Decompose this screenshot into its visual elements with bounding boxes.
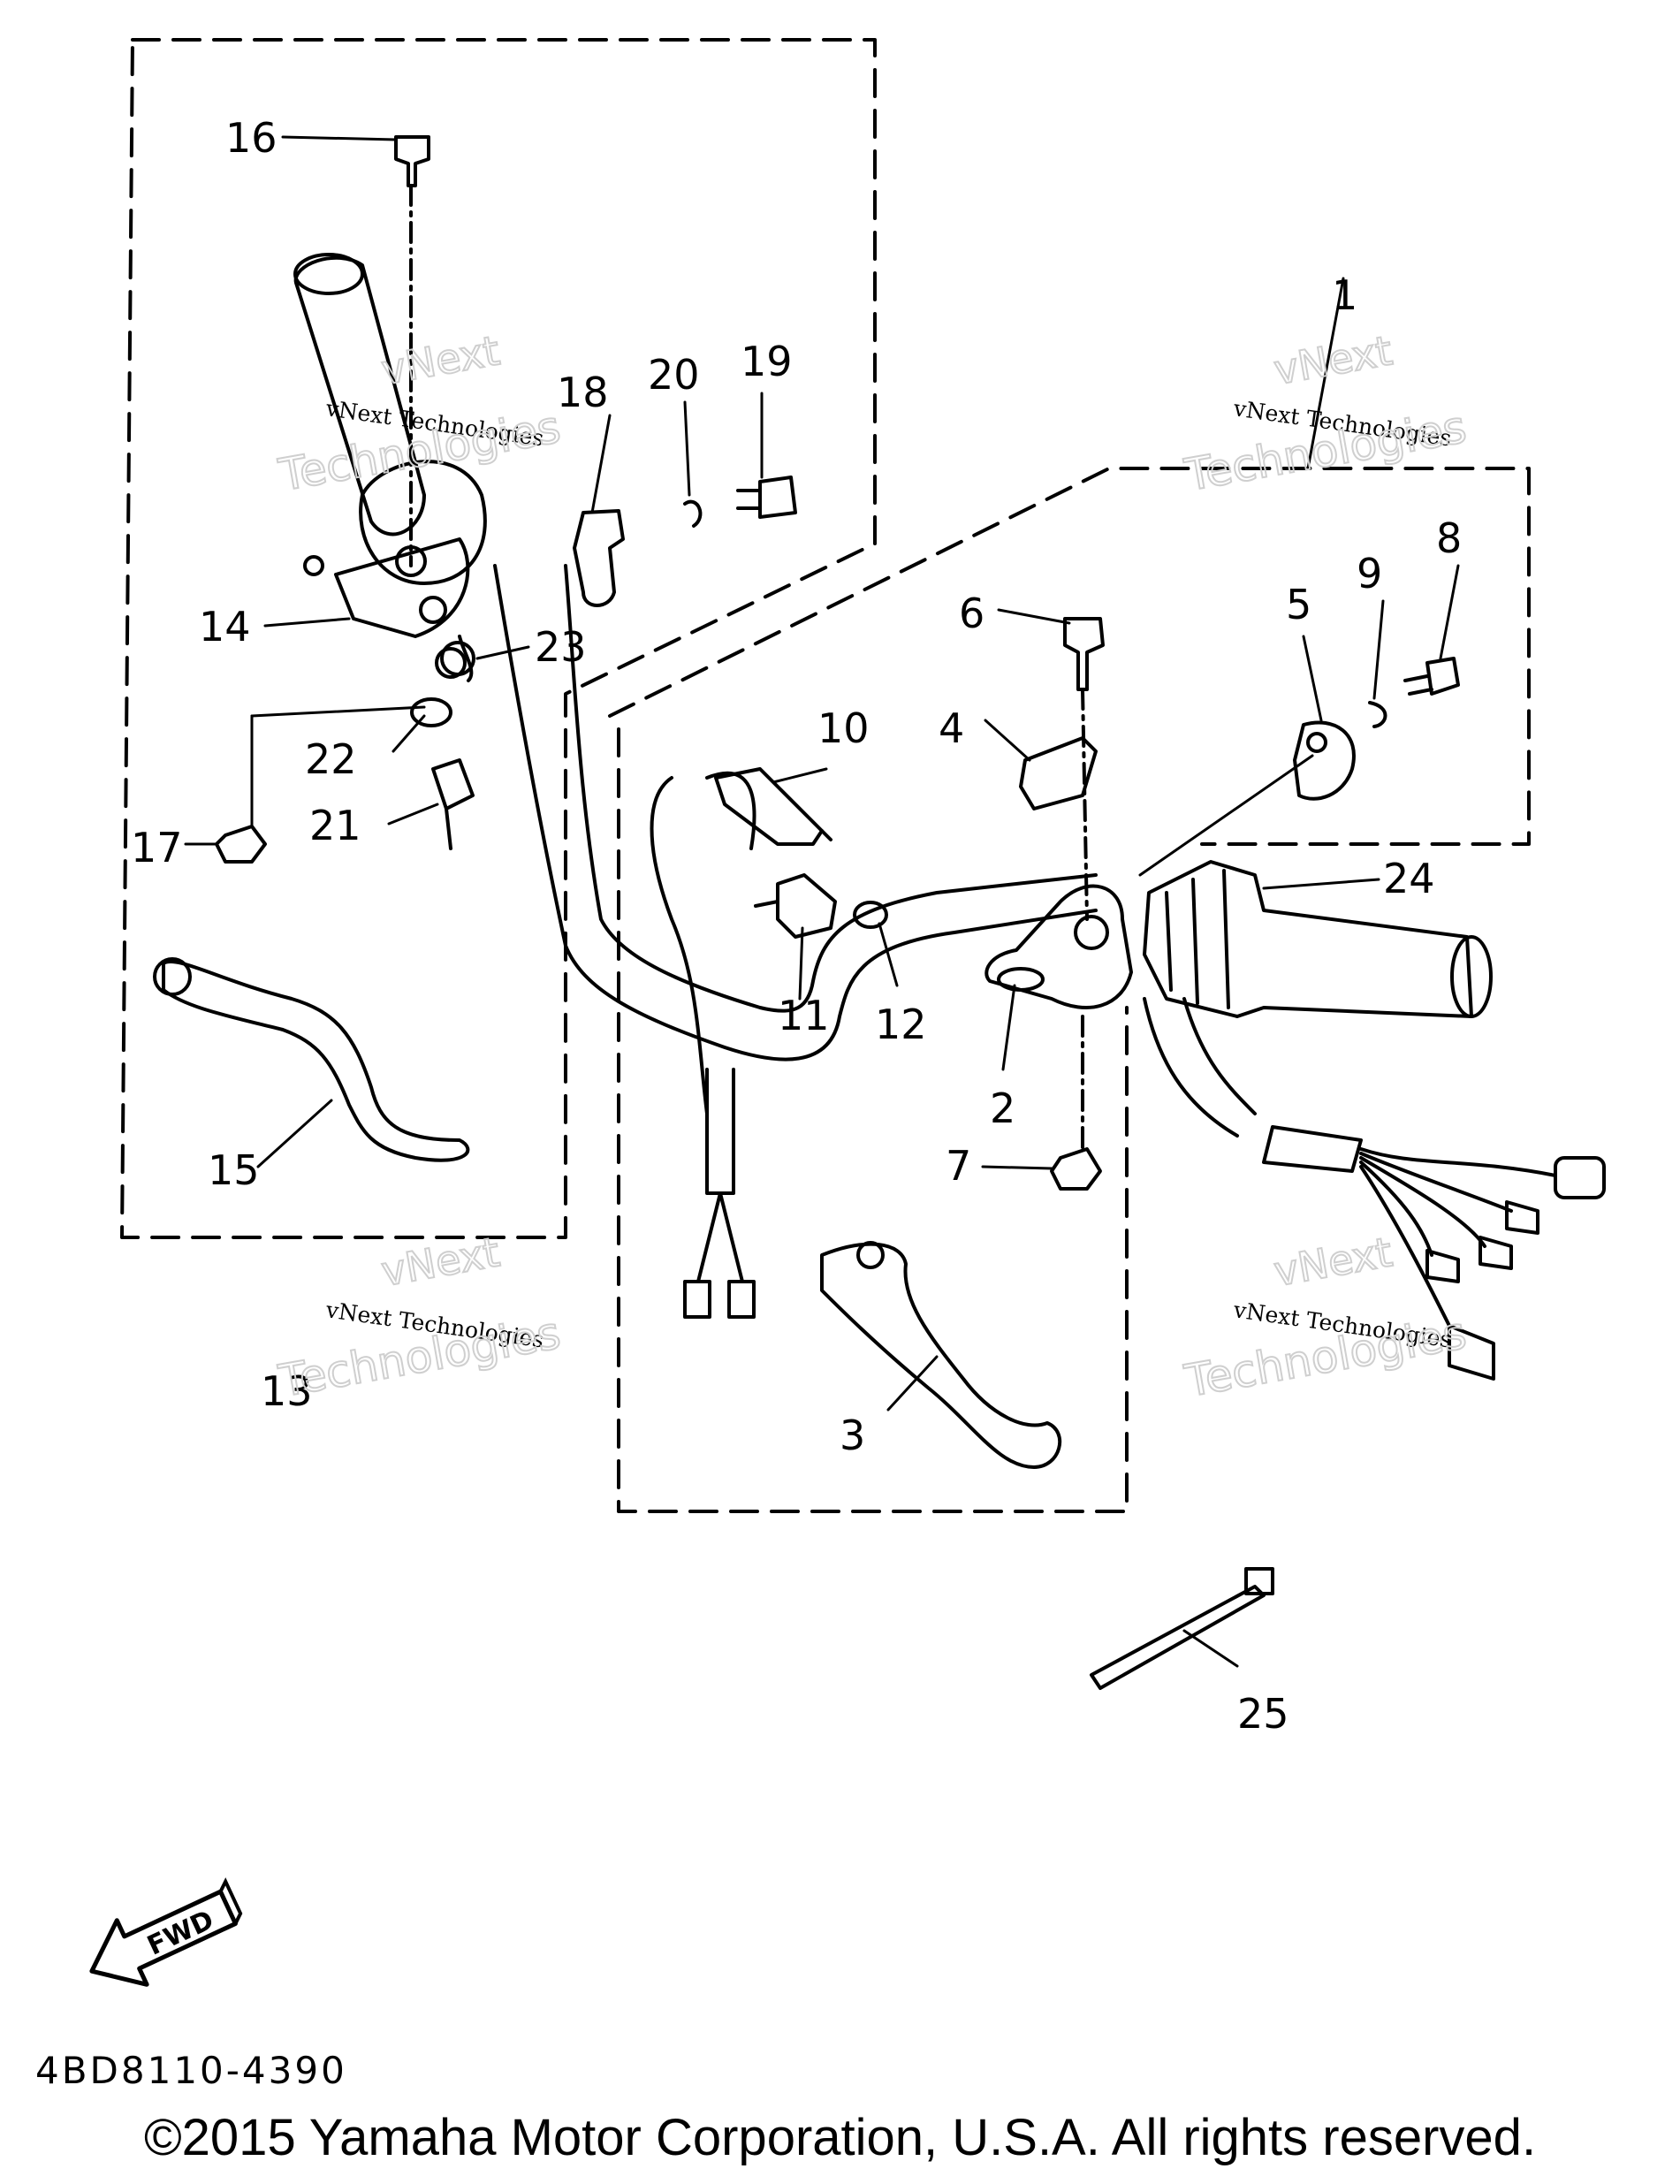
callout-8: 8 bbox=[1436, 514, 1462, 562]
callout-9: 9 bbox=[1357, 550, 1382, 597]
copyright-notice: ©2015 Yamaha Motor Corporation, U.S.A. A… bbox=[143, 2109, 1537, 2166]
screw-6 bbox=[1063, 617, 1105, 691]
watermark-bottom-left: vNext vNext Technologies Technologies bbox=[274, 1227, 565, 1408]
callout-16: 16 bbox=[225, 114, 277, 162]
callout-1: 1 bbox=[1332, 271, 1357, 319]
callout-25: 25 bbox=[1237, 1690, 1289, 1738]
watermark-top-right: vNext vNext Technologies Technologies bbox=[1180, 325, 1471, 502]
nut-17 bbox=[215, 825, 267, 864]
callout-numbers: 1 2 3 4 5 6 7 8 9 10 11 12 13 14 15 16 1… bbox=[131, 114, 1462, 1738]
callout-19: 19 bbox=[741, 338, 793, 385]
callout-7: 7 bbox=[946, 1142, 971, 1190]
callout-20: 20 bbox=[648, 351, 700, 399]
part-code: 4BD8110-4390 bbox=[35, 2049, 347, 2092]
locknut-12 bbox=[853, 901, 888, 929]
cable-end-23 bbox=[440, 641, 475, 676]
svg-text:vNext: vNext bbox=[378, 326, 504, 394]
brake-lever bbox=[820, 1242, 1062, 1469]
handlebar bbox=[493, 564, 1098, 1062]
leader-lines bbox=[184, 135, 1460, 1668]
callout-10: 10 bbox=[817, 704, 870, 752]
right-assembly-boundary bbox=[617, 727, 1129, 1513]
screw-8 bbox=[1403, 657, 1460, 696]
svg-text:vNext: vNext bbox=[1271, 1228, 1396, 1296]
callout-18: 18 bbox=[557, 369, 609, 416]
callout-21: 21 bbox=[309, 802, 361, 849]
callout-22: 22 bbox=[305, 735, 357, 783]
brake-perch bbox=[984, 884, 1133, 1009]
bracket-18 bbox=[573, 509, 625, 607]
screw-16 bbox=[394, 135, 430, 187]
callout-11: 11 bbox=[778, 992, 830, 1039]
callout-23: 23 bbox=[535, 623, 587, 671]
nut-7 bbox=[1050, 1147, 1102, 1191]
washer-20 bbox=[683, 499, 703, 528]
switch-wire bbox=[1143, 997, 1239, 1138]
callout-2: 2 bbox=[990, 1084, 1015, 1132]
locknut-22 bbox=[410, 697, 452, 727]
left-assembly-boundary bbox=[120, 38, 1531, 1513]
callout-17: 17 bbox=[131, 824, 183, 871]
callout-3: 3 bbox=[840, 1412, 865, 1459]
callout-15: 15 bbox=[208, 1146, 260, 1194]
svg-text:vNext: vNext bbox=[1271, 326, 1396, 394]
bracket-5 bbox=[1293, 720, 1356, 801]
left-perch bbox=[359, 460, 487, 585]
washer-9 bbox=[1368, 701, 1387, 728]
left-grip bbox=[293, 255, 426, 536]
callout-24: 24 bbox=[1383, 855, 1435, 902]
callout-13: 13 bbox=[261, 1367, 313, 1415]
callout-6: 6 bbox=[959, 590, 984, 637]
adjuster-11 bbox=[776, 873, 837, 939]
fwd-arrow-icon: FWD bbox=[89, 1877, 243, 1987]
callout-4: 4 bbox=[939, 704, 964, 752]
screw-19 bbox=[758, 476, 797, 519]
cable-tie-25 bbox=[1090, 1585, 1266, 1690]
switch-10 bbox=[714, 767, 824, 846]
callout-14: 14 bbox=[199, 603, 251, 651]
adjuster-21 bbox=[431, 758, 475, 850]
callout-12: 12 bbox=[875, 1001, 927, 1048]
callout-5: 5 bbox=[1286, 581, 1311, 628]
clutch-lever bbox=[162, 960, 470, 1162]
